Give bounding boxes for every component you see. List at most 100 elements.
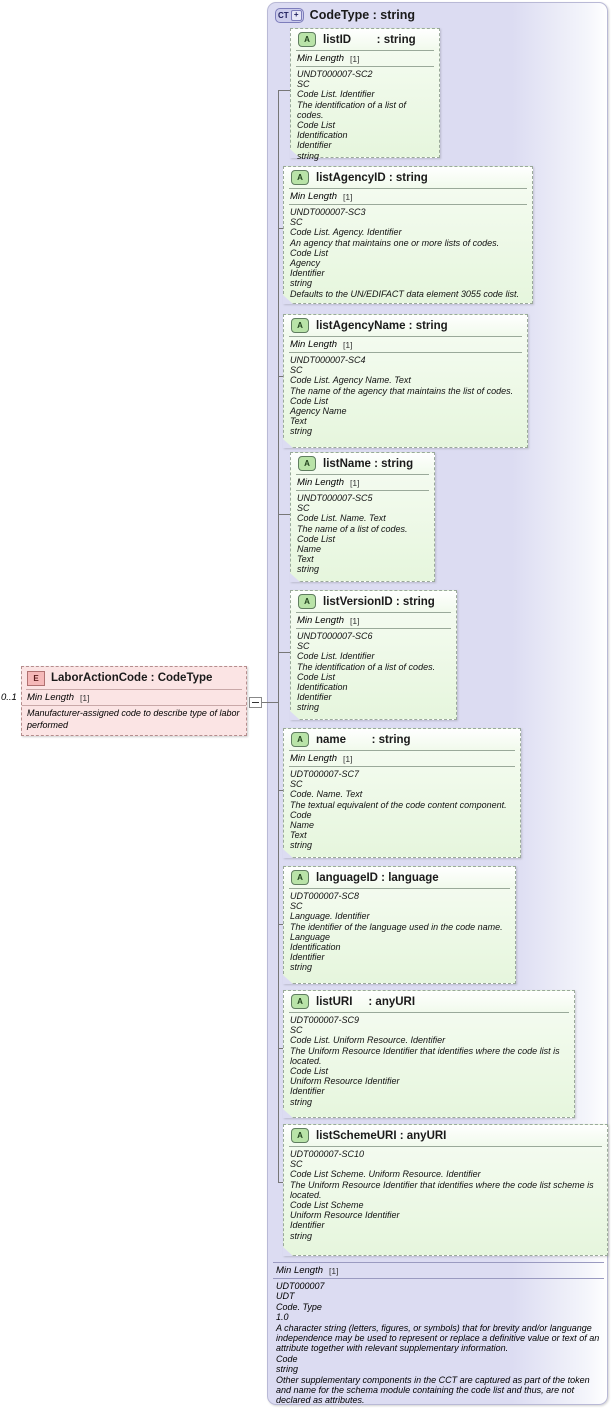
attribute-constraint-row: Min Length[1] [291, 613, 456, 628]
footer-doc-line: Other supplementary components in the CC… [276, 1374, 590, 1406]
attribute-detail-line: Identifier [290, 268, 325, 279]
attribute-detail-line: Code List. Agency. Identifier [290, 227, 402, 238]
attribute-detail-line: SC [297, 641, 310, 652]
attribute-name: listName : string [323, 457, 414, 470]
attribute-divider [289, 188, 527, 189]
element-name: LaborActionCode : CodeType [51, 672, 213, 684]
attribute-detail-line: Identifier [290, 952, 325, 963]
attribute-branch-line [278, 1182, 283, 1183]
attribute-detail-line: Defaults to the UN/EDIFACT data element … [290, 288, 519, 299]
attribute-name: listAgencyID : string [316, 171, 428, 184]
attribute-divider [296, 474, 429, 475]
attribute-detail-line: UNDT000007-SC2 [297, 69, 373, 79]
attribute-detail-line: Code List [290, 395, 329, 406]
attribute-detail-line: SC [290, 1159, 303, 1170]
element-box-laboractioncode[interactable]: E LaborActionCode : CodeType Min Length … [21, 666, 247, 736]
attribute-detail-line: SC [290, 901, 303, 912]
attribute-detail-line: Identification [297, 130, 348, 141]
attribute-name: name : string [316, 733, 411, 746]
attribute-detail-line: Language [290, 931, 331, 942]
attribute-badge-icon: A [291, 318, 309, 333]
attribute-divider-2 [296, 490, 429, 491]
attribute-branch-line [278, 228, 283, 229]
attribute-detail-line: Identifier [297, 140, 332, 151]
attribute-detail-line: SC [290, 779, 303, 790]
attribute-badge-icon: A [298, 456, 316, 471]
attribute-detail-line: string [290, 426, 313, 437]
attribute-constraint-cardinality: [1] [343, 191, 353, 202]
attribute-detail-line: string [297, 564, 320, 575]
attribute-branch-line [278, 90, 290, 91]
attribute-detail-line: UNDT000007-SC6 [297, 631, 373, 641]
attribute-detail-line: Code List [297, 533, 336, 544]
attribute-divider [289, 750, 515, 751]
attribute-detail-line: Name [290, 820, 315, 831]
attribute-detail-line: UDT000007-SC10 [290, 1149, 365, 1159]
attribute-constraint-row: Min Length[1] [284, 189, 532, 204]
attribute-constraint-label: Min Length [297, 615, 345, 626]
footer-doc-line: Code. Type [276, 1301, 322, 1312]
attribute-detail-line: string [290, 278, 313, 289]
attribute-badge-icon: A [291, 870, 309, 885]
attribute-constraint-label: Min Length [290, 339, 338, 350]
attribute-detail-line: Code List. Identifier [297, 651, 375, 662]
complextype-badge[interactable]: CT + [275, 7, 304, 23]
attribute-detail-line: Identifier [290, 1220, 325, 1231]
footer-doc-line: UDT [276, 1291, 295, 1302]
attribute-divider [289, 1012, 569, 1013]
attribute-branch-line [278, 790, 283, 791]
attribute-detail-line: Language. Identifier [290, 911, 370, 922]
attribute-constraint-row: Min Length[1] [291, 51, 439, 66]
element-constraint-cardinality: [1] [80, 692, 90, 703]
attribute-detail-line: Code List. Uniform Resource. Identifier [290, 1035, 446, 1046]
attribute-branch-line [278, 652, 290, 653]
element-constraint-label: Min Length [27, 692, 75, 703]
element-divider [26, 689, 242, 690]
attribute-badge-icon: A [291, 170, 309, 185]
attribute-divider-2 [296, 66, 434, 67]
attribute-detail-line: Identifier [297, 692, 332, 703]
attribute-branch-line [278, 514, 290, 515]
attribute-divider-2 [289, 204, 527, 205]
attribute-detail-line: string [290, 1096, 313, 1107]
attribute-detail-line: Uniform Resource Identifier [290, 1210, 400, 1221]
attribute-detail-line: string [297, 150, 320, 161]
attribute-constraint-label: Min Length [290, 753, 338, 764]
attribute-detail-line: Code List [297, 671, 336, 682]
attribute-detail-line: The identification of a list of codes. [297, 661, 436, 672]
expand-plus-icon[interactable]: + [290, 9, 302, 21]
collapse-minus-icon[interactable] [249, 697, 262, 708]
attribute-detail-line: Identification [297, 682, 348, 693]
attribute-detail-line: SC [297, 79, 310, 90]
attribute-tree-trunk [278, 90, 279, 1182]
attribute-detail-line: Code List [297, 120, 336, 131]
element-header: E LaborActionCode : CodeType [22, 667, 246, 689]
attribute-detail-line: Code List. Agency Name. Text [290, 375, 411, 386]
attribute-branch-line [278, 1048, 283, 1049]
attribute-constraint-label: Min Length [297, 477, 345, 488]
attribute-divider-2 [289, 766, 515, 767]
attribute-detail-line: string [290, 1230, 313, 1241]
attribute-detail-line: string [297, 702, 320, 713]
attribute-constraint-label: Min Length [297, 53, 345, 64]
